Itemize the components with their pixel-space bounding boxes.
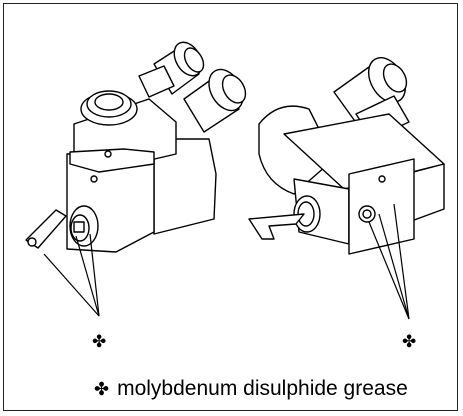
grease-point-marker-left: ✤ — [92, 332, 107, 352]
left-tool — [25, 41, 247, 253]
legend: ✤ molybdenum disulphide grease — [94, 375, 408, 403]
grease-point-marker-right: ✤ — [402, 332, 417, 352]
figure-frame: ✤ ✤ ✤ molybdenum disulphide grease — [3, 3, 458, 411]
torque-wrench-illustration — [25, 41, 445, 320]
legend-text: molybdenum disulphide grease — [117, 377, 408, 400]
right-tool — [248, 57, 445, 255]
grease-symbol-icon: ✤ — [94, 379, 110, 399]
leader-lines — [43, 203, 410, 320]
